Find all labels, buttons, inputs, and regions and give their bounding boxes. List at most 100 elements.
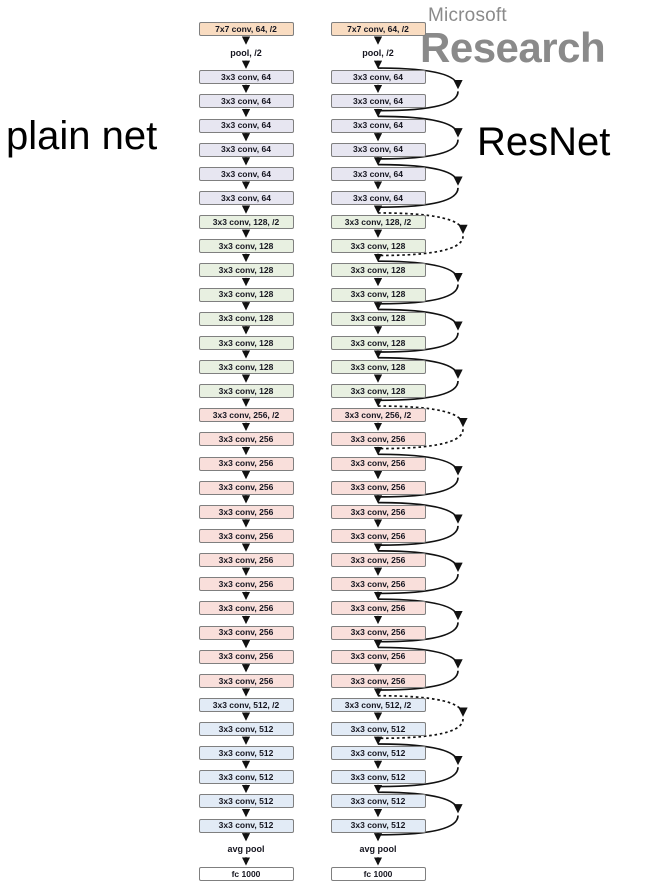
skip-arc <box>379 91 459 112</box>
layer-box: 3x3 conv, 256 <box>198 504 294 519</box>
layer-box: 3x3 conv, 256 <box>198 649 294 664</box>
skip-arc <box>377 453 463 476</box>
layer-box: 3x3 conv, 512 <box>330 818 426 833</box>
layer-box: 3x3 conv, 512 <box>198 794 294 809</box>
layer-box: 3x3 conv, 128 <box>330 263 426 278</box>
layer-box: 3x3 conv, 128 <box>198 239 294 254</box>
layer-box: 3x3 conv, 64 <box>330 94 426 109</box>
layer-box: 3x3 conv, 256, /2 <box>330 408 426 423</box>
layer-box: 3x3 conv, 64 <box>198 166 294 181</box>
layer-box: 3x3 conv, 512 <box>198 770 294 785</box>
plain-net-label: plain net <box>6 114 158 158</box>
layer-box: 3x3 conv, 512, /2 <box>198 697 294 712</box>
layer-box: 3x3 conv, 256 <box>198 432 294 447</box>
layer-box: 3x3 conv, 64 <box>198 190 294 205</box>
layer-box: 3x3 conv, 256 <box>330 553 426 568</box>
skip-arc <box>377 694 468 717</box>
skip-arc <box>377 791 463 814</box>
skip-arc <box>379 525 459 546</box>
logo-microsoft-text: Microsoft <box>428 5 507 26</box>
skip-arc <box>377 356 463 379</box>
layer-box: 3x3 conv, 128 <box>330 384 426 399</box>
layer-box: 3x3 conv, 256 <box>330 577 426 592</box>
skip-arc <box>379 139 459 160</box>
skip-arc <box>379 574 459 595</box>
skip-arc <box>377 598 463 621</box>
skip-arc <box>377 550 463 573</box>
layer-box: 3x3 conv, 256 <box>330 432 426 447</box>
skip-arc <box>379 767 459 788</box>
layer-box: 3x3 conv, 64 <box>330 166 426 181</box>
layer-box: 3x3 conv, 128 <box>330 239 426 254</box>
layer-box: 3x3 conv, 512 <box>330 794 426 809</box>
skip-arc <box>379 815 459 836</box>
layer-box: 3x3 conv, 128 <box>330 359 426 374</box>
layer-box: 3x3 conv, 256 <box>330 456 426 471</box>
layer-box: 3x3 conv, 256 <box>198 553 294 568</box>
layer-box: 3x3 conv, 512 <box>198 746 294 761</box>
layer-box: 3x3 conv, 128 <box>330 311 426 326</box>
layer-box: 3x3 conv, 64 <box>330 118 426 133</box>
skip-arc <box>377 260 463 283</box>
skip-arc <box>377 115 463 138</box>
layer-box: 3x3 conv, 256 <box>198 577 294 592</box>
layer-box: 3x3 conv, 64 <box>198 142 294 157</box>
layer-box: 3x3 conv, 64 <box>198 118 294 133</box>
microsoft-research-logo: Microsoft Research <box>420 5 606 71</box>
layer-box: 3x3 conv, 128 <box>198 263 294 278</box>
layer-box: 3x3 conv, 256 <box>330 601 426 616</box>
skip-arc <box>377 212 468 235</box>
skip-arc <box>379 429 464 450</box>
layer-box: 3x3 conv, 128, /2 <box>330 215 426 230</box>
logo-research-text: Research <box>420 24 606 71</box>
layer-box: 3x3 conv, 256 <box>198 601 294 616</box>
layer-box: 3x3 conv, 128 <box>198 335 294 350</box>
layer-box: 3x3 conv, 256 <box>330 673 426 688</box>
skip-arc <box>377 501 463 524</box>
pool-label: pool, /2 <box>230 47 262 58</box>
skip-arc <box>377 308 463 331</box>
layer-box: 3x3 conv, 64 <box>198 70 294 85</box>
resnet-label: ResNet <box>477 120 611 164</box>
layer-box: fc 1000 <box>198 866 294 881</box>
skip-arc <box>377 405 468 428</box>
layer-box: 7x7 conv, 64, /2 <box>198 22 294 36</box>
skip-arc <box>379 380 459 402</box>
layer-box: 3x3 conv, 128, /2 <box>198 215 294 230</box>
layer-box: 3x3 conv, 256 <box>330 480 426 495</box>
skip-arc <box>377 163 463 186</box>
layer-box: 3x3 conv, 512 <box>198 818 294 833</box>
layer-box: 3x3 conv, 128 <box>330 335 426 350</box>
pool-label: pool, /2 <box>362 47 394 58</box>
layer-box: 3x3 conv, 64 <box>330 70 426 85</box>
layer-box: 3x3 conv, 128 <box>198 311 294 326</box>
skip-arc <box>377 743 463 766</box>
layer-box: 3x3 conv, 256 <box>198 456 294 471</box>
layer-box: 7x7 conv, 64, /2 <box>330 22 426 36</box>
layer-box: 3x3 conv, 128 <box>198 384 294 399</box>
skip-arc <box>379 332 459 353</box>
layer-box: 3x3 conv, 512 <box>330 722 426 737</box>
skip-arc <box>379 477 459 498</box>
layer-box: 3x3 conv, 256 <box>198 480 294 495</box>
skip-arc <box>379 718 464 740</box>
layer-box: 3x3 conv, 512, /2 <box>330 697 426 712</box>
layer-box: 3x3 conv, 512 <box>330 770 426 785</box>
layer-box: 3x3 conv, 256, /2 <box>198 408 294 423</box>
layer-box: 3x3 conv, 64 <box>198 94 294 109</box>
layer-box: 3x3 conv, 256 <box>198 673 294 688</box>
layer-box: 3x3 conv, 256 <box>198 528 294 543</box>
pool-label: avg pool <box>359 844 397 855</box>
layer-box: 3x3 conv, 128 <box>198 287 294 302</box>
layer-box: 3x3 conv, 512 <box>330 746 426 761</box>
skip-arc <box>379 284 459 305</box>
skip-arc <box>379 187 459 209</box>
layer-box: 3x3 conv, 64 <box>330 190 426 205</box>
layer-box: 3x3 conv, 128 <box>198 359 294 374</box>
layer-box: 3x3 conv, 512 <box>198 722 294 737</box>
layer-box: fc 1000 <box>330 866 426 881</box>
layer-box: 3x3 conv, 256 <box>198 625 294 640</box>
skip-arc <box>379 622 459 643</box>
layer-box: 3x3 conv, 256 <box>330 625 426 640</box>
